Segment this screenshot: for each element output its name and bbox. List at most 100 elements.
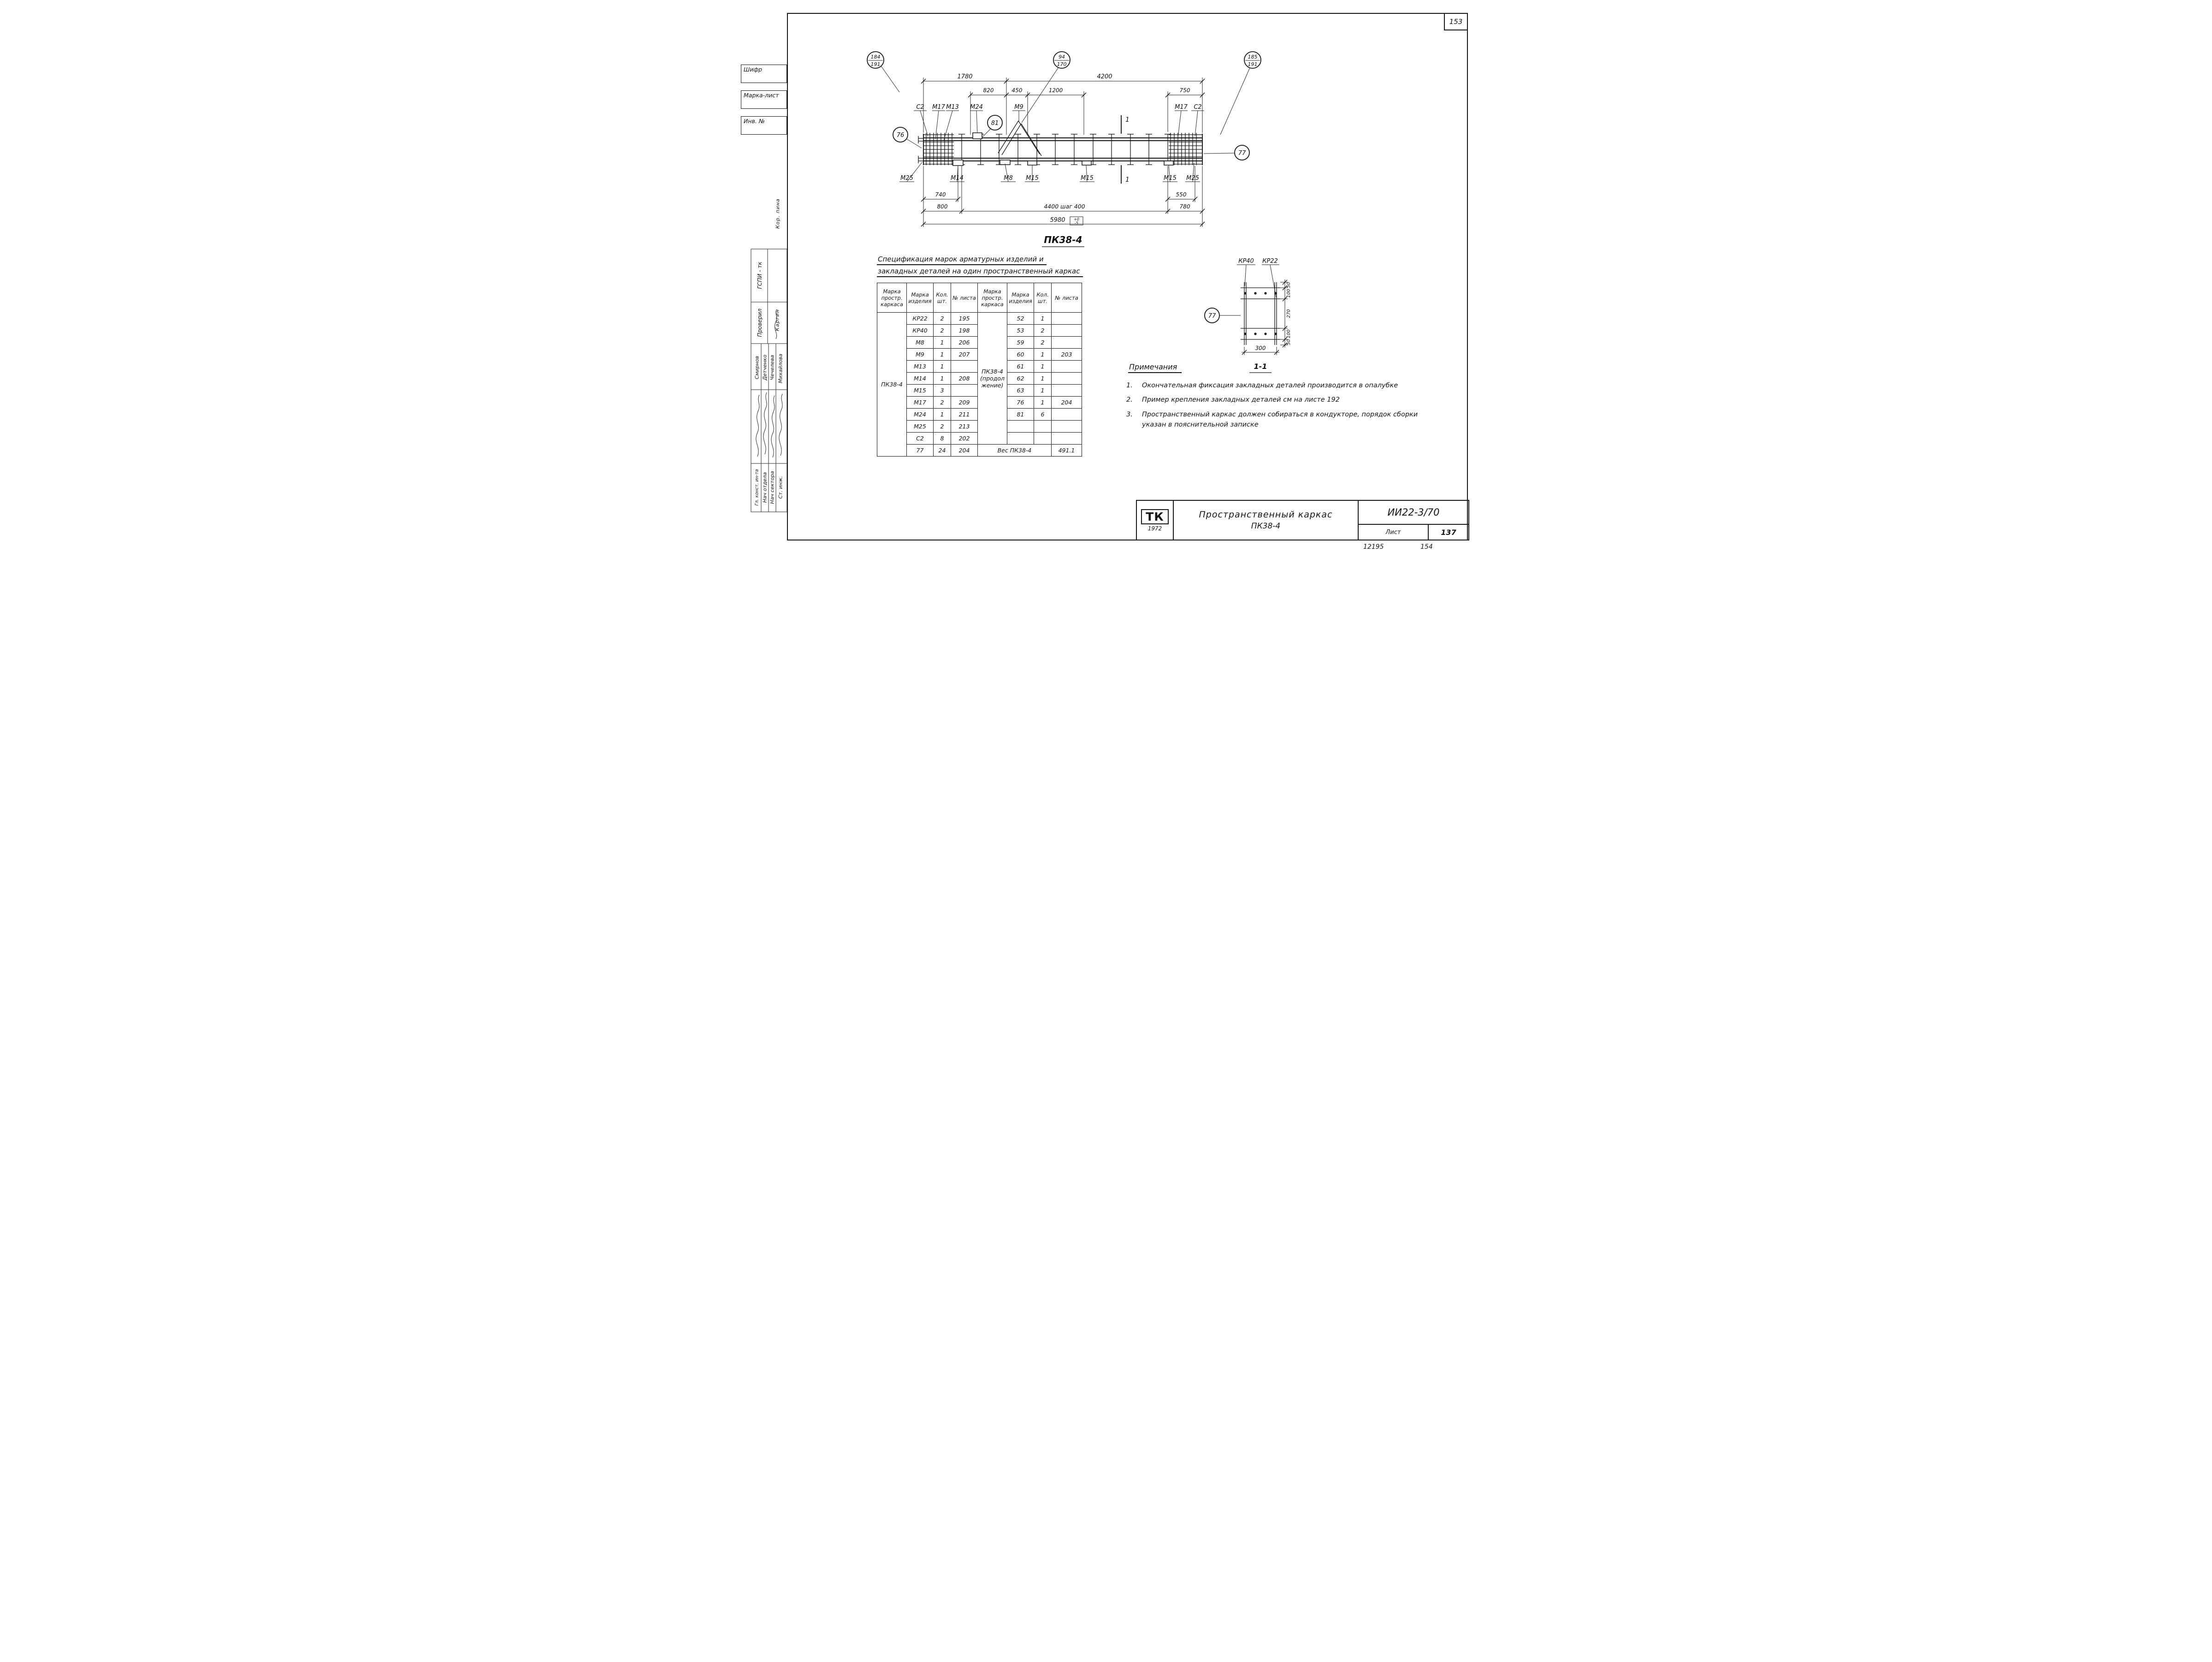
spec-cell: 8 <box>933 432 951 445</box>
spec-cell: 1 <box>933 348 951 361</box>
spec-cell: 195 <box>951 312 978 325</box>
field-inv-no-label: Инв. № <box>744 118 765 125</box>
spec-cell: 1 <box>1034 348 1052 361</box>
spec-cell <box>1051 372 1082 385</box>
field-shifr: Шифр <box>741 65 787 83</box>
spec-col-header: Кол. шт. <box>1034 283 1052 313</box>
spec-cell <box>1051 336 1082 349</box>
spec-cell: С2 <box>906 432 934 445</box>
spec-cell: 3 <box>933 384 951 397</box>
spec-cell <box>1051 324 1082 337</box>
notes-block: Примечания 1. Окончательная фиксация зак… <box>1124 362 1419 434</box>
spec-cell: 53 <box>1007 324 1034 337</box>
spec-cell: КР40 <box>906 324 934 337</box>
spec-col-header: Марка простр. каркаса <box>877 283 907 313</box>
spec-cell: 59 <box>1007 336 1034 349</box>
note-text: Пространственный каркас должен собиратьс… <box>1142 410 1418 429</box>
drawing-title-line1: Пространственный каркас <box>1199 510 1333 520</box>
spec-cell: 61 <box>1007 360 1034 373</box>
spec-cell: М9 <box>906 348 934 361</box>
spec-cell <box>1051 432 1082 445</box>
spec-cell: М14 <box>906 372 934 385</box>
page-number-box: 153 <box>1444 13 1468 30</box>
spec-cell <box>1051 384 1082 397</box>
checked-label: Проверил <box>757 309 763 337</box>
spec-col-header: Марка простр. каркаса <box>977 283 1007 313</box>
margin-handwritten-note: Кор. пина <box>775 198 781 229</box>
spec-cell: 202 <box>951 432 978 445</box>
field-shifr-label: Шифр <box>744 66 763 73</box>
spec-cell: 1 <box>1034 312 1052 325</box>
spec-cell: М25 <box>906 420 934 433</box>
spec-cell: 76 <box>1007 396 1034 409</box>
spec-cell: 2 <box>1034 336 1052 349</box>
spec-cell <box>1051 408 1082 421</box>
spec-col-header: Марка изделия <box>1007 283 1034 313</box>
spec-cell: 1 <box>933 336 951 349</box>
spec-cell: 2 <box>1034 324 1052 337</box>
note-item: 1. Окончательная фиксация закладных дета… <box>1124 380 1419 391</box>
spec-cell: 211 <box>951 408 978 421</box>
sheet-label: Лист <box>1385 528 1401 536</box>
spec-cell: 204 <box>1051 396 1082 409</box>
spec-cell: М17 <box>906 396 934 409</box>
spec-cell <box>1007 420 1034 433</box>
title-block: ТК 1972 Пространственный каркас ПК38-4 И… <box>1136 500 1469 540</box>
drawing-title-cell: Пространственный каркас ПК38-4 <box>1174 501 1359 540</box>
logo-year: 1972 <box>1147 525 1162 532</box>
spec-cell: 6 <box>1034 408 1052 421</box>
spec-cell: 2 <box>933 420 951 433</box>
signer-name: Чечелева <box>769 355 775 380</box>
spec-cell: 2 <box>933 312 951 325</box>
signer-role: Ст. инж. <box>777 476 784 499</box>
signer-role: Нач отдела <box>762 472 768 503</box>
spec-col-header: Марка изделия <box>906 283 934 313</box>
drawing-sheet: 153 Шифр Марка-лист Инв. № Кор. пина ГСП… <box>737 0 1475 553</box>
spec-cell: 207 <box>951 348 978 361</box>
note-number: 2. <box>1126 396 1133 404</box>
tk-logo: ТК <box>1141 509 1169 524</box>
spec-cell: 1 <box>1034 372 1052 385</box>
spec-cell: 63 <box>1007 384 1034 397</box>
note-number: 1. <box>1126 382 1133 389</box>
spec-cell: 60 <box>1007 348 1034 361</box>
sheet-frame <box>787 13 1468 540</box>
spec-cell <box>1034 420 1052 433</box>
spec-cell: 206 <box>951 336 978 349</box>
spec-cell: Вес ПК38-4 <box>977 444 1052 457</box>
note-text: Окончательная фиксация закладных деталей… <box>1142 382 1398 389</box>
spec-cell: 77 <box>906 444 934 457</box>
spec-cell: 208 <box>951 372 978 385</box>
spec-col-header: № листа <box>951 283 978 313</box>
notes-title: Примечания <box>1128 362 1182 373</box>
signer-role: Нач сектора <box>769 471 775 504</box>
order-number: 12195 <box>1363 543 1384 551</box>
spec-title-line1: Спецификация марок арматурных изделий и <box>877 255 1047 265</box>
spec-cell: ПК38-4 (продолжение) <box>977 312 1007 445</box>
spec-cell: 2 <box>933 396 951 409</box>
note-item: 3. Пространственный каркас должен собира… <box>1124 410 1419 430</box>
spec-cell: М13 <box>906 360 934 373</box>
spec-cell: 24 <box>933 444 951 457</box>
spec-cell <box>1034 432 1052 445</box>
spec-cell: КР22 <box>906 312 934 325</box>
spec-cell <box>1051 420 1082 433</box>
spec-block: Спецификация марок арматурных изделий и … <box>877 255 1107 457</box>
spec-cell: 52 <box>1007 312 1034 325</box>
spec-cell: М15 <box>906 384 934 397</box>
spec-cell <box>1051 312 1082 325</box>
spec-cell: 1 <box>1034 360 1052 373</box>
spec-cell: 1 <box>1034 384 1052 397</box>
